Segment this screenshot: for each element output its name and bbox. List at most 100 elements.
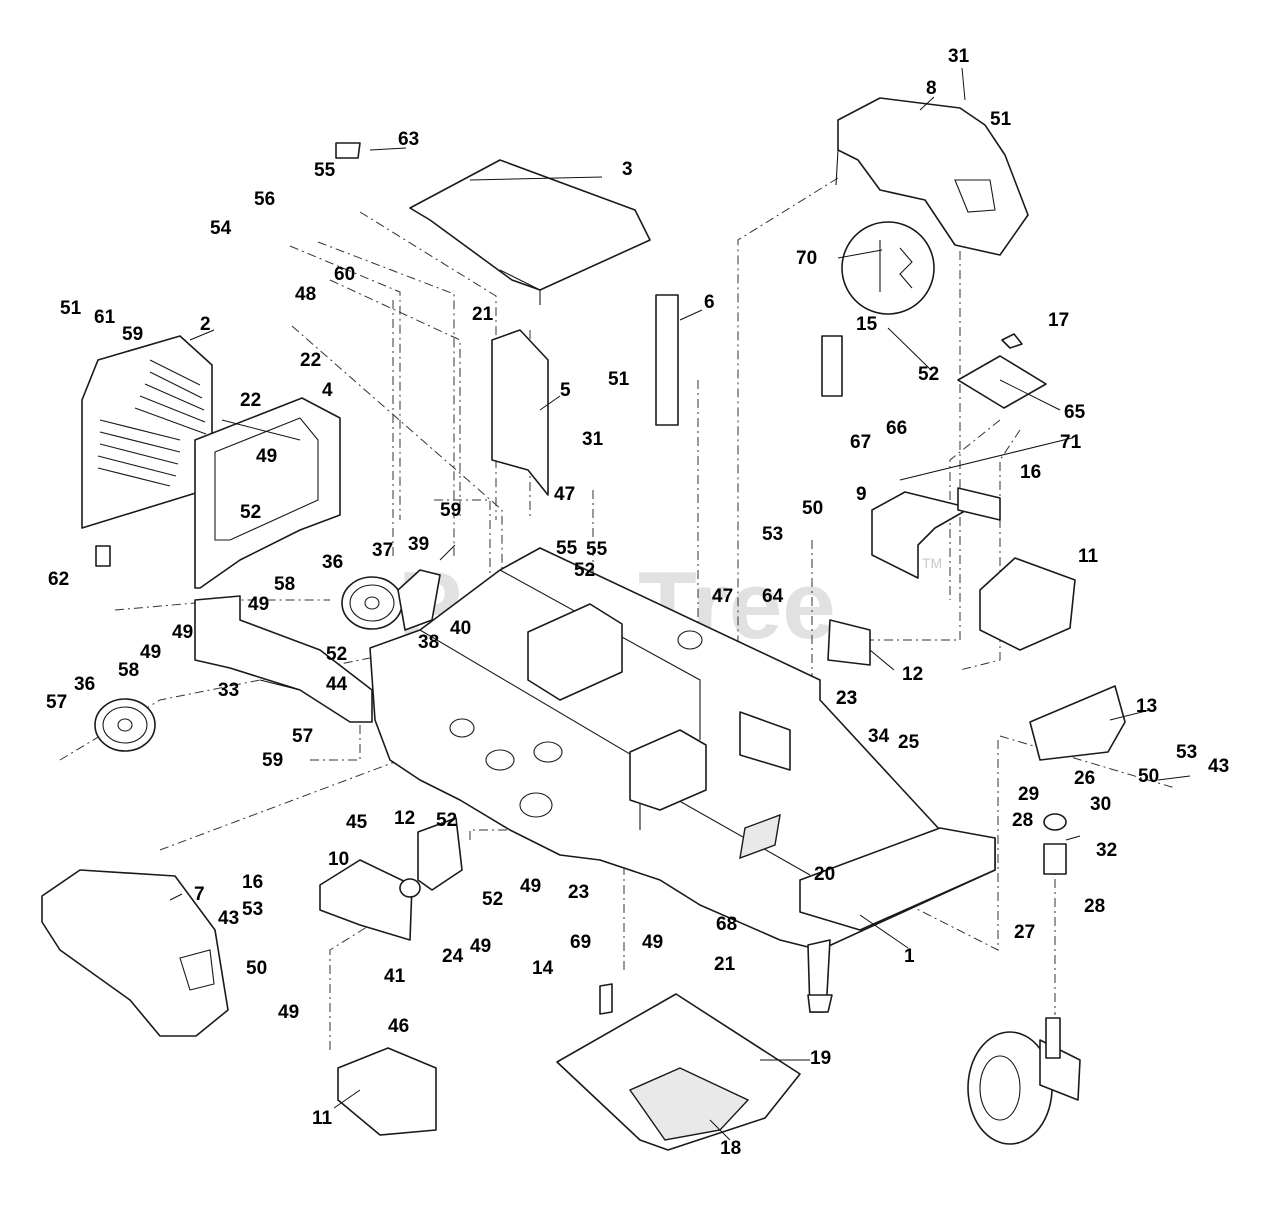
callout-label: 38	[418, 632, 439, 653]
callout-label: 26	[1074, 768, 1095, 789]
callout-label: 60	[334, 264, 355, 285]
callout-label: 58	[118, 660, 139, 681]
callout-label: 46	[388, 1016, 409, 1037]
boxes-right	[827, 487, 1076, 666]
callout-label: 53	[242, 899, 263, 920]
callout-label: 11	[1078, 546, 1099, 567]
main-chassis	[369, 547, 996, 951]
callout-label: 27	[1014, 922, 1035, 943]
callout-label: 52	[574, 560, 595, 581]
callout-label: 43	[1208, 756, 1229, 777]
callout-label: 50	[802, 498, 823, 519]
callout-label: 51	[990, 109, 1012, 130]
callout-label: 37	[372, 540, 393, 561]
callout-label: 39	[408, 534, 429, 555]
bent-plate	[194, 595, 373, 723]
callout-label: 55	[556, 538, 578, 559]
callout-label: 58	[274, 574, 295, 595]
callout-label: 30	[1090, 794, 1111, 815]
callout-label: 21	[472, 304, 494, 325]
callout-label: 31	[948, 46, 970, 67]
callout-label: 21	[714, 954, 736, 975]
callout-label: 71	[1060, 432, 1082, 453]
callout-label: 57	[46, 692, 67, 713]
callout-label: 65	[1064, 402, 1086, 423]
callout-label: 55	[586, 539, 608, 560]
callout-label: 28	[1084, 896, 1105, 917]
pulley-upper	[341, 576, 403, 630]
idler-arm	[397, 544, 456, 631]
floor-pan	[556, 983, 801, 1151]
leader-lines	[169, 67, 1191, 1141]
callout-label: 1	[904, 946, 915, 967]
callout-label: 49	[278, 1002, 299, 1023]
callout-label: 19	[810, 1048, 831, 1069]
callout-label: 16	[242, 872, 263, 893]
callout-label: 49	[470, 936, 491, 957]
callout-label: 36	[74, 674, 95, 695]
seat-frame	[194, 397, 341, 589]
callout-label: 14	[532, 958, 554, 979]
callout-label: 5	[560, 380, 571, 401]
callout-label: 12	[394, 808, 415, 829]
callout-label: 54	[210, 218, 232, 239]
callout-label: 50	[246, 958, 267, 979]
callout-label: 8	[926, 78, 937, 99]
pulley-lower	[94, 698, 156, 752]
callout-label: 25	[898, 732, 920, 753]
callout-label: 24	[442, 946, 464, 967]
left-fender	[41, 869, 229, 1037]
callout-label: 13	[1136, 696, 1157, 717]
callout-label: 18	[720, 1138, 741, 1159]
callout-label: 17	[1048, 310, 1069, 331]
callout-label: 52	[326, 644, 347, 665]
callout-label: 67	[850, 432, 871, 453]
rear-fender-cover	[835, 97, 1029, 256]
callout-label: 22	[300, 350, 321, 371]
callout-label: 43	[218, 908, 239, 929]
callout-label: 45	[346, 812, 368, 833]
callout-label: 12	[902, 664, 923, 685]
detail-circle	[841, 221, 935, 315]
callout-label: 68	[716, 914, 737, 935]
bracket-10	[319, 817, 463, 941]
callout-label: 41	[384, 966, 406, 987]
plate-65	[957, 333, 1047, 409]
callout-label: 31	[582, 429, 604, 450]
callout-label: 51	[608, 369, 630, 390]
callout-label: 23	[836, 688, 857, 709]
callout-label: 53	[762, 524, 783, 545]
callout-label: 2	[200, 314, 211, 335]
callout-label: 49	[172, 622, 193, 643]
callout-labels: 31 51 8 63 3 55 56 54 70 48 60 21 6 15 1…	[46, 46, 1229, 1159]
callout-label: 34	[868, 726, 890, 747]
callout-label: 48	[295, 284, 316, 305]
callout-label: 52	[240, 502, 261, 523]
callout-label: 6	[704, 292, 715, 313]
callout-label: 49	[248, 594, 269, 615]
callout-label: 55	[314, 160, 336, 181]
callout-label: 23	[568, 882, 589, 903]
callout-label: 9	[856, 484, 867, 505]
box-11-lower	[337, 1047, 437, 1136]
callout-label: 7	[194, 884, 205, 905]
callout-label: 32	[1096, 840, 1117, 861]
callout-label: 22	[240, 390, 261, 411]
callout-label: 47	[712, 586, 733, 607]
callout-label: 20	[814, 864, 835, 885]
callout-label: 66	[886, 418, 907, 439]
callout-label: 16	[1020, 462, 1041, 483]
callout-label: 11	[312, 1108, 333, 1129]
callout-label: 29	[1018, 784, 1039, 805]
callout-label: 10	[328, 849, 349, 870]
callout-label: 40	[450, 618, 471, 639]
front-bar	[799, 827, 996, 1013]
callout-label: 53	[1176, 742, 1197, 763]
callout-label: 59	[122, 324, 143, 345]
callout-label: 52	[918, 364, 939, 385]
callout-label: 61	[94, 307, 116, 328]
callout-label: 63	[398, 129, 419, 150]
bracket-13	[1029, 685, 1126, 761]
watermark-tm: TM	[922, 555, 942, 571]
